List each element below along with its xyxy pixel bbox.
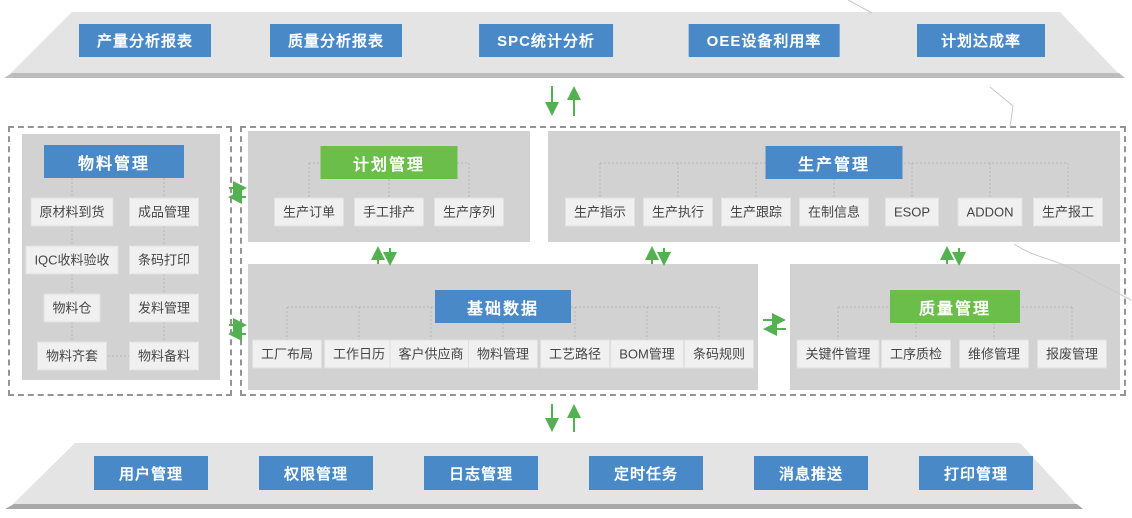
module-item[interactable]: 生产执行 [642,197,714,227]
module-item[interactable]: 在制信息 [798,197,870,227]
module-item[interactable]: ESOP [884,197,940,227]
module-item[interactable]: 报废管理 [1036,339,1108,369]
module-item[interactable]: 物料管理 [467,339,539,369]
module-item[interactable]: 成品管理 [128,197,200,227]
module-header-quality[interactable]: 质量管理 [890,290,1020,323]
module-item[interactable]: 工厂布局 [251,339,323,369]
bottombar-button-log-mgmt[interactable]: 日志管理 [424,456,538,490]
bottombar-button-permission-mgmt[interactable]: 权限管理 [259,456,373,490]
module-header-plan[interactable]: 计划管理 [320,146,458,179]
module-item[interactable]: BOM管理 [610,339,684,369]
topbar-button-spc-analysis[interactable]: SPC统计分析 [479,24,613,57]
module-item[interactable]: 物料备料 [128,341,200,371]
module-item[interactable]: 物料仓 [43,293,101,323]
module-item[interactable]: 条码规则 [683,339,755,369]
module-item[interactable]: ADDON [957,197,1023,227]
module-item[interactable]: 维修管理 [958,339,1030,369]
report-platform-bar-shadow [4,73,1125,78]
module-item[interactable]: 手工排产 [353,197,425,227]
topbar-button-production-report[interactable]: 产量分析报表 [78,24,212,57]
module-item[interactable]: 生产序列 [433,197,505,227]
module-header-material[interactable]: 物料管理 [44,145,184,178]
module-item[interactable]: 生产跟踪 [720,197,792,227]
module-item[interactable]: IQC收料验收 [25,245,119,275]
module-item[interactable]: 条码打印 [128,245,200,275]
module-item[interactable]: 关键件管理 [796,339,880,369]
quality-module-box [790,264,1120,390]
module-header-production[interactable]: 生产管理 [765,146,903,179]
module-item[interactable]: 工序质检 [880,339,952,369]
topbar-button-plan-rate[interactable]: 计划达成率 [917,24,1045,57]
bottombar-button-message-push[interactable]: 消息推送 [754,456,868,490]
topbar-button-quality-report[interactable]: 质量分析报表 [269,24,403,57]
module-item[interactable]: 工作日历 [323,339,395,369]
module-item[interactable]: 生产订单 [273,197,345,227]
module-item[interactable]: 工艺路径 [539,339,611,369]
bottombar-button-scheduled-task[interactable]: 定时任务 [589,456,703,490]
module-item[interactable]: 生产报工 [1032,197,1104,227]
bottombar-button-user-mgmt[interactable]: 用户管理 [94,456,208,490]
base-module-box [248,264,758,390]
bottombar-button-print-mgmt[interactable]: 打印管理 [919,456,1033,490]
system-platform-bar-shadow [5,504,1083,509]
module-header-base[interactable]: 基础数据 [435,290,571,323]
module-item[interactable]: 发料管理 [128,293,200,323]
module-item[interactable]: 生产指示 [564,197,636,227]
module-item[interactable]: 原材料到货 [30,197,114,227]
material-dashed-container [8,126,232,396]
module-item[interactable]: 客户供应商 [389,339,473,369]
topbar-button-oee[interactable]: OEE设备利用率 [688,24,840,57]
module-item[interactable]: 物料齐套 [36,341,108,371]
